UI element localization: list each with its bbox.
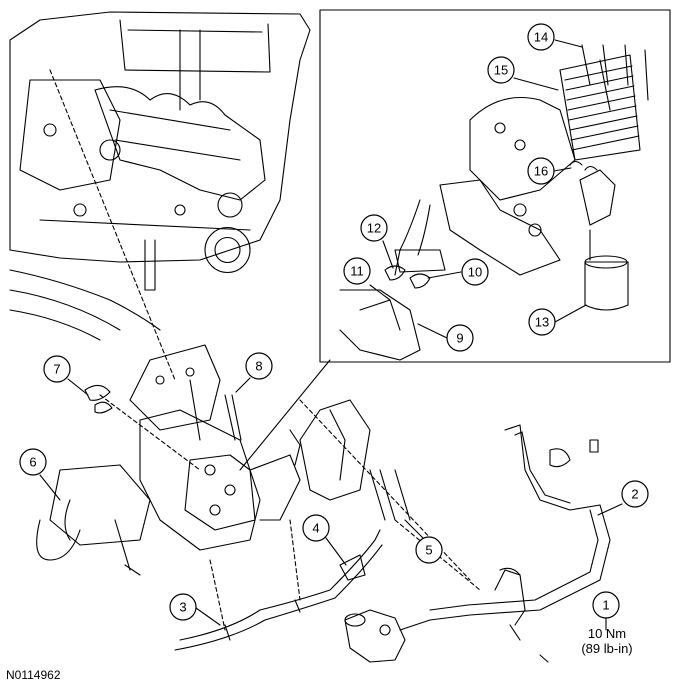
callout-label: 15	[494, 63, 508, 78]
callout-label: 12	[367, 221, 381, 236]
callout-label: 13	[535, 315, 549, 330]
figure-id: N0114962	[6, 668, 61, 682]
callout-14: 14	[527, 23, 555, 51]
callout-9: 9	[446, 324, 474, 352]
engine-block	[9, 11, 311, 381]
callout-label: 5	[425, 543, 432, 558]
callout-label: 2	[631, 487, 638, 502]
leader-inset	[239, 359, 331, 471]
callout-label: 9	[456, 331, 463, 346]
callout-label: 4	[312, 521, 319, 536]
callout-label: 7	[53, 362, 60, 377]
callout-6: 6	[19, 448, 47, 476]
callout-label: 16	[534, 164, 548, 179]
torque-imperial: (89 lb-in)	[581, 641, 633, 656]
callout-label: 3	[179, 600, 186, 615]
callout-label: 6	[29, 455, 36, 470]
callout-1: 1	[592, 591, 620, 619]
oil-cooler-detail	[339, 44, 649, 361]
torque-spec: 10 Nm (89 lb-in)	[572, 626, 642, 656]
callout-8: 8	[245, 352, 273, 380]
callout-16: 16	[527, 157, 555, 185]
detail-inset-frame	[319, 9, 671, 363]
oil-filter-adapter-assembly	[36, 344, 411, 576]
callout-label: 10	[468, 265, 482, 280]
callout-label: 1	[602, 598, 609, 613]
callout-5: 5	[415, 536, 443, 564]
callout-4: 4	[302, 514, 330, 542]
callout-13: 13	[528, 308, 556, 336]
callout-11: 11	[343, 257, 371, 285]
callout-label: 14	[534, 30, 548, 45]
callout-7: 7	[43, 355, 71, 383]
callout-2: 2	[621, 480, 649, 508]
leader-lines	[39, 39, 623, 631]
torque-metric: 10 Nm	[587, 626, 627, 641]
callout-10: 10	[461, 258, 489, 286]
coolant-tube-assembly	[299, 399, 611, 663]
callout-label: 11	[350, 264, 364, 279]
callout-label: 8	[255, 359, 262, 374]
callout-12: 12	[360, 214, 388, 242]
callout-3: 3	[169, 593, 197, 621]
callout-group: 1 2 3 4 5 6 7 8 9 10 11 12 13 14 15 16	[19, 23, 649, 621]
callout-15: 15	[487, 56, 515, 84]
wiring-harness	[174, 519, 383, 651]
